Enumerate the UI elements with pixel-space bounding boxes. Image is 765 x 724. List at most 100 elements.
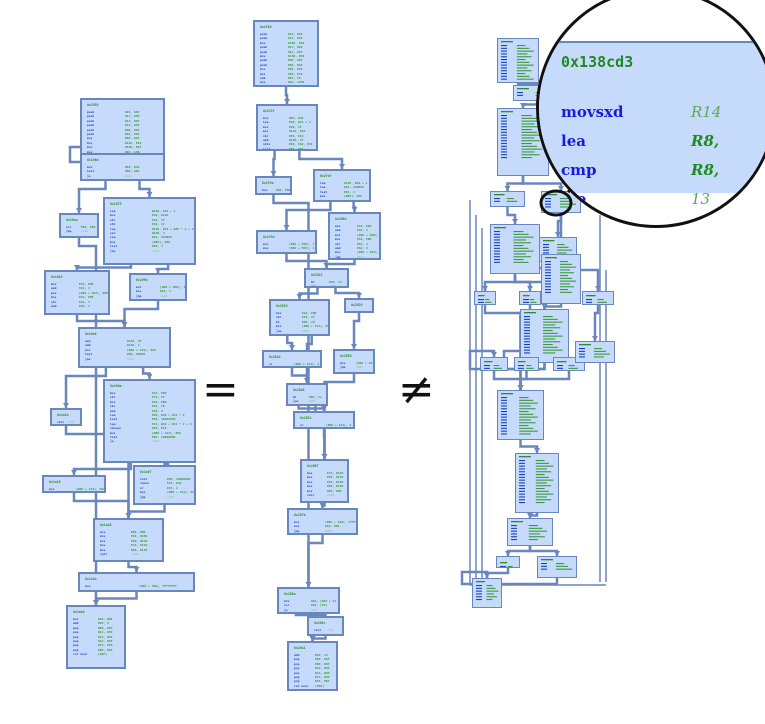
operands: RBX, RBX (125, 169, 140, 174)
operands: RSP, 8 (98, 621, 109, 626)
basic-block[interactable] (519, 291, 541, 305)
operands: 2057 (309, 399, 317, 404)
magnified-operand: 13 (691, 190, 711, 208)
mnemonic: xor (284, 603, 290, 608)
mnemonic: mov (136, 289, 142, 294)
mnemonic: shr (110, 395, 116, 400)
operands: R15, RSP (315, 679, 330, 684)
operands: R13D, 4 (152, 230, 165, 235)
operands: 2022 (357, 254, 365, 259)
basic-block[interactable] (515, 453, 559, 513)
basic-block[interactable] (490, 224, 540, 274)
operands: [RBX + 314], ECX (167, 490, 196, 495)
edge-arrowhead (305, 582, 312, 587)
operands: 19b3 (152, 248, 160, 253)
operands: [RBX + 314], 2 (294, 362, 320, 366)
basic-block[interactable] (507, 518, 553, 546)
edge-arrowhead (527, 286, 533, 291)
operands: ECX, EAX (167, 481, 182, 486)
operands: EBP, 80000 (127, 352, 146, 357)
mnemonic: ret near (73, 652, 88, 657)
basic-block[interactable] (582, 291, 614, 305)
basic-block[interactable] (496, 556, 520, 568)
mnemonic: mov (340, 361, 346, 365)
operands: [RBX + 324], EAX (356, 361, 375, 365)
mnemonic: je (87, 173, 91, 178)
mnemonic: mov (284, 599, 290, 603)
operands: RBX, RSP (98, 625, 113, 630)
basic-block[interactable] (520, 309, 569, 363)
basic-block[interactable] (474, 291, 496, 305)
basic-block[interactable] (490, 191, 525, 207)
basic-block[interactable] (480, 357, 508, 371)
mnemonic: mov (87, 145, 93, 150)
operands: EAX, 1C (152, 222, 165, 227)
edge-arrowhead (125, 513, 132, 518)
mnemonic: shl (110, 222, 116, 227)
mnemonic: add (294, 653, 300, 657)
mnemonic: bt (276, 319, 280, 324)
basic-block[interactable] (575, 341, 615, 363)
basic-block[interactable] (497, 390, 544, 440)
mnemonic: mov (85, 347, 91, 352)
basic-block[interactable] (537, 556, 577, 578)
mnemonic: push (260, 45, 268, 50)
operands: f70 (361, 310, 367, 313)
operands: R12, RSP (315, 666, 330, 671)
operands: ECX, EBP (152, 391, 167, 395)
edge-arrowhead (351, 344, 357, 349)
mnemonic: mov (307, 475, 313, 480)
basic-block[interactable] (541, 254, 581, 304)
mnemonic: mov (260, 71, 266, 76)
operands: [RBX + 314], 4 (326, 423, 352, 427)
basic-block[interactable] (472, 578, 502, 608)
basic-block[interactable] (514, 357, 539, 371)
operands: EBX, EBX (276, 188, 291, 192)
mnemonic: add (85, 343, 91, 348)
mnemonic: push (87, 114, 95, 119)
block-instructions (500, 562, 513, 567)
basic-block[interactable] (497, 38, 539, 83)
mnemonic: mov (335, 250, 341, 255)
